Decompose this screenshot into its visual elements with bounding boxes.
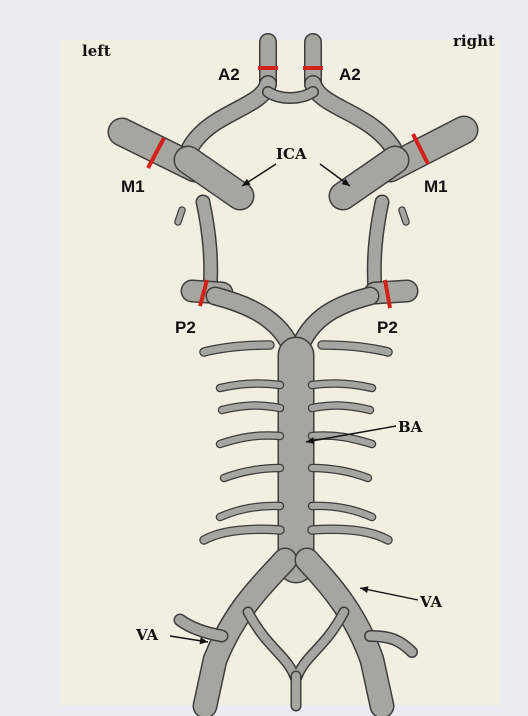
side-branch <box>402 210 406 222</box>
vessel-network <box>122 42 464 706</box>
va-right-pointer <box>360 586 418 600</box>
side-branch <box>322 345 388 352</box>
p2-left-label: P2 <box>175 318 196 337</box>
a2-right-label: A2 <box>339 65 361 84</box>
side-branch <box>204 529 280 540</box>
pcom-left-vessel <box>203 202 211 292</box>
orientation-right-label: right <box>453 32 495 50</box>
cut-markers <box>148 68 428 308</box>
side-branch <box>312 529 388 540</box>
side-branch <box>312 406 370 410</box>
ica-left-vessel <box>188 160 240 196</box>
p2-right-label: P2 <box>377 318 398 337</box>
side-branch <box>220 506 280 517</box>
side-branch <box>312 468 368 478</box>
va-left-label: VA <box>135 626 158 644</box>
side-branch <box>220 435 280 444</box>
va-right-label: VA <box>419 593 442 611</box>
side-branch <box>204 345 270 352</box>
ica-right-pointer <box>320 164 350 186</box>
a2-left-label: A2 <box>218 65 240 84</box>
p2-right-vessel <box>375 291 407 293</box>
side-branch <box>178 210 182 222</box>
m1-left-label: M1 <box>121 177 145 196</box>
side-branch <box>222 406 280 410</box>
va-left-branch <box>180 620 222 636</box>
m1-right-label: M1 <box>424 177 448 196</box>
side-branch <box>312 384 372 388</box>
orientation-left-label: left <box>82 42 111 60</box>
va-loop-vessel <box>248 612 344 680</box>
a1-right-vessel <box>313 84 393 148</box>
side-branch <box>220 384 280 388</box>
ica-label: ICA <box>276 145 307 163</box>
ba-label: BA <box>398 418 423 436</box>
side-branch <box>312 506 372 517</box>
side-branch <box>224 468 280 478</box>
a1-left-vessel <box>190 84 268 148</box>
pcom-right-vessel <box>374 202 382 292</box>
ica-left-pointer <box>242 164 276 186</box>
ica-right-vessel <box>343 160 395 196</box>
acom-vessel <box>268 92 313 98</box>
